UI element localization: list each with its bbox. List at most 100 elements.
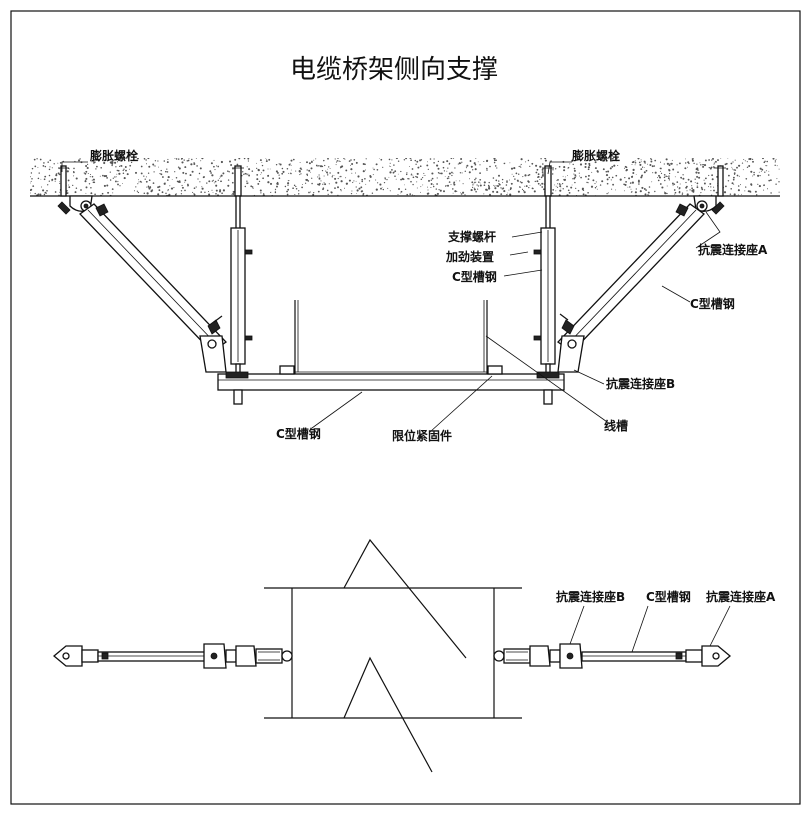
concrete-speckle [54,191,57,193]
concrete-speckle [318,165,320,167]
concrete-speckle [638,183,640,185]
concrete-speckle [672,168,675,171]
concrete-speckle [161,176,164,178]
concrete-speckle [443,190,445,193]
concrete-speckle [586,181,588,184]
concrete-speckle [713,189,715,192]
concrete-speckle [494,187,497,190]
concrete-speckle [663,191,665,193]
concrete-speckle [489,165,491,168]
label-c-channel-vertical: C型槽钢 [452,269,497,284]
concrete-speckle [215,184,218,187]
concrete-speckle [460,193,463,195]
concrete-speckle [48,174,51,177]
concrete-speckle [117,183,119,186]
concrete-speckle [624,176,626,179]
concrete-speckle [109,161,112,164]
concrete-speckle [166,161,169,164]
label-cable-tray: 线槽 [604,418,628,433]
concrete-speckle [494,165,497,167]
concrete-speckle [144,178,146,180]
concrete-speckle [196,165,198,167]
concrete-speckle [138,179,140,181]
concrete-speckle [609,167,612,170]
concrete-speckle [305,178,308,182]
concrete-speckle [733,183,735,185]
concrete-speckle [430,183,433,185]
concrete-speckle [274,190,276,192]
concrete-speckle [595,181,597,183]
concrete-speckle [676,181,679,183]
concrete-speckle [535,164,538,167]
concrete-speckle [270,191,272,193]
concrete-speckle [731,168,733,170]
concrete-speckle [68,184,70,186]
concrete-speckle [766,188,769,190]
concrete-speckle [505,184,508,186]
concrete-speckle [437,160,440,163]
concrete-speckle [625,166,628,169]
concrete-speckle [696,182,699,185]
concrete-speckle [645,189,647,191]
concrete-speckle [584,158,587,160]
concrete-speckle [419,165,422,168]
concrete-speckle [234,158,237,161]
concrete-speckle [528,173,531,176]
concrete-speckle [177,166,180,168]
concrete-speckle [123,168,125,170]
concrete-speckle [575,187,577,189]
concrete-speckle [345,177,347,179]
concrete-speckle [753,171,755,174]
concrete-speckle [610,159,614,162]
concrete-speckle [356,189,359,192]
concrete-speckle [714,160,717,163]
concrete-speckle [727,180,730,182]
concrete-speckle [120,160,122,161]
concrete-speckle [713,164,715,166]
concrete-speckle [281,172,284,175]
concrete-speckle [276,182,279,185]
concrete-speckle [72,184,74,187]
concrete-speckle [145,176,147,178]
concrete-speckle [412,183,414,186]
concrete-speckle [222,172,225,175]
concrete-speckle [111,164,113,167]
concrete-speckle [465,166,467,168]
concrete-speckle [611,188,613,190]
concrete-speckle [170,187,174,190]
concrete-speckle [700,192,702,194]
concrete-speckle [286,167,289,170]
concrete-speckle [230,164,233,166]
concrete-speckle [242,171,244,173]
concrete-speckle [676,186,679,188]
concrete-speckle [635,188,637,190]
concrete-speckle [461,161,463,163]
concrete-speckle [541,182,544,185]
concrete-speckle [750,183,753,186]
concrete-speckle [435,188,437,190]
concrete-speckle [630,191,633,193]
concrete-speckle [436,177,438,179]
concrete-speckle [517,180,519,182]
concrete-speckle [544,158,547,160]
concrete-speckle [256,167,258,170]
concrete-speckle [107,191,110,194]
concrete-speckle [736,166,738,169]
concrete-speckle [674,176,676,178]
concrete-speckle [362,162,365,166]
concrete-speckle [525,161,527,163]
concrete-speckle [408,178,410,180]
concrete-speckle [111,161,114,164]
concrete-speckle [640,176,643,179]
concrete-speckle [287,182,290,185]
concrete-speckle [764,171,766,173]
concrete-speckle [109,171,111,173]
concrete-speckle [631,181,634,184]
concrete-speckle [282,170,285,173]
concrete-speckle [167,190,169,192]
diagonal-brace-left [79,203,227,353]
concrete-speckle [152,163,155,166]
concrete-speckle [448,172,451,175]
concrete-speckle [749,191,752,193]
concrete-speckle [384,178,386,180]
